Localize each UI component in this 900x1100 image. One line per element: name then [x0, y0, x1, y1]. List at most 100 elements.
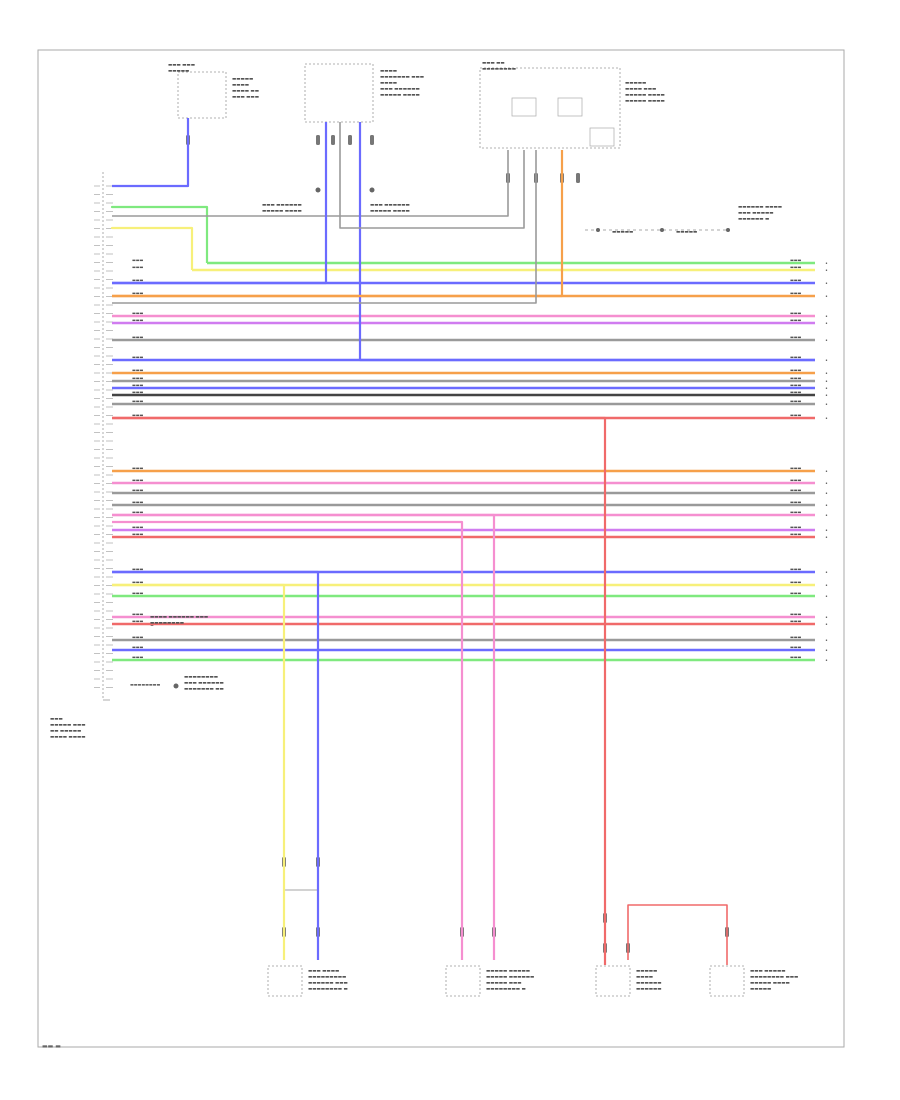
wire-gray [339, 122, 525, 229]
page-reference: ▬▬ ▬ [42, 1043, 61, 1050]
wire-red [112, 416, 607, 965]
splice-label: ▬▬▬▬▬ [676, 230, 697, 235]
wire-label: ▬▬▬ [132, 525, 144, 530]
component-label: ▬▬▬▬▬ ▬▬▬ [486, 981, 521, 986]
wire-end-marker: • [825, 386, 828, 392]
wire-label: ▬▬▬ [132, 376, 144, 381]
wire-label: ▬▬▬ [132, 645, 144, 650]
component-label: ▬▬▬ ▬▬▬▬ [308, 969, 339, 974]
wire-blue [112, 570, 320, 960]
splice-dot [726, 228, 730, 232]
component-label: ▬▬▬▬▬▬ ▬▬▬ [308, 981, 348, 986]
wire-label: ▬▬▬ [132, 390, 144, 395]
relay-box [589, 127, 615, 147]
wire-end-marker: • [825, 416, 828, 422]
wire-label: ▬▬▬ [132, 619, 144, 624]
label-layer: ▬▬▬▬▬▬▬▬ ▬▬▬▬▬ ▬▬▬▬▬▬▬▬▬ ▬▬▬▬▬▬▬ ▬▬▬▬▬▬▬… [50, 61, 828, 992]
component-label: ▬▬▬▬ [380, 81, 397, 86]
wire-end-marker: • [825, 648, 828, 654]
wire-end-marker: • [825, 615, 828, 621]
wire-label: ▬▬▬ [790, 500, 802, 505]
wire-end-marker: • [825, 321, 828, 327]
connector-pin [370, 135, 374, 145]
component-label: ▬▬▬▬▬▬▬▬ ▬ [308, 987, 348, 992]
component-label: ▬▬▬▬▬▬▬▬▬ [308, 975, 346, 980]
wire-end-marker: • [825, 570, 828, 576]
component-label: ▬▬▬ ▬▬▬ [168, 63, 195, 68]
wire-label: ▬▬▬ [790, 258, 802, 263]
splice-label: ▬▬▬▬▬ [612, 230, 633, 235]
note-label: ▬▬▬▬ ▬▬▬▬▬▬ ▬▬▬ [150, 615, 208, 620]
wire-yellow [110, 226, 194, 270]
component-box [445, 965, 481, 997]
connector-pin [331, 135, 335, 145]
component-label: ▬▬▬ ▬▬▬▬▬▬ [380, 87, 420, 92]
component-label: ▬▬▬▬▬ ▬▬▬▬ [625, 99, 665, 104]
component-label: ▬▬▬▬▬▬▬ ▬▬▬ [380, 75, 424, 80]
connector-pin [576, 173, 580, 183]
wire-label: ▬▬▬ [790, 376, 802, 381]
wire-label: ▬▬▬ [790, 335, 802, 340]
ground-label: ▬▬▬ ▬▬▬▬▬▬ [262, 203, 302, 208]
wire-blue [112, 122, 328, 285]
wire-yellow [112, 583, 286, 960]
component-label: ▬▬▬▬▬ [232, 77, 253, 82]
splice-dot [596, 228, 600, 232]
component-label: ▬▬▬▬ [380, 69, 397, 74]
wire-label: ▬▬▬ [132, 532, 144, 537]
relay-box [557, 97, 583, 117]
wire-end-marker: • [825, 294, 828, 300]
wire-end-marker: • [825, 583, 828, 589]
component-label: ▬▬▬▬▬▬ [636, 987, 662, 992]
wire-layer [110, 118, 815, 965]
wire-label: ▬▬▬ [132, 335, 144, 340]
wire-label: ▬▬▬ [132, 355, 144, 360]
wire-label: ▬▬▬ [790, 265, 802, 270]
component-label: ▬▬▬▬▬ [636, 969, 657, 974]
wire-label: ▬▬▬ [790, 390, 802, 395]
component-label: ▬▬▬ ▬▬ [482, 61, 505, 66]
note-label: ▬▬▬▬▬▬▬▬ [130, 682, 160, 687]
wire-end-marker: • [825, 338, 828, 344]
wire-label: ▬▬▬ [132, 500, 144, 505]
wire-end-marker: • [825, 513, 828, 519]
wire-end-marker: • [825, 393, 828, 399]
wire-end-marker: • [825, 379, 828, 385]
component-label: ▬▬▬▬▬ ▬▬▬▬ [750, 981, 790, 986]
diagram-frame [37, 49, 845, 1048]
wire-end-marker: • [825, 535, 828, 541]
wire-end-marker: • [825, 469, 828, 475]
wire-label: ▬▬▬ [790, 413, 802, 418]
wire-red [627, 904, 728, 965]
ground-label: ▬▬▬▬▬ ▬▬▬▬ [370, 209, 410, 214]
wire-label: ▬▬▬ [790, 645, 802, 650]
wire-label: ▬▬▬ [132, 399, 144, 404]
wire-label: ▬▬▬ [790, 399, 802, 404]
component-label: ▬▬▬▬▬ ▬▬▬▬ [380, 93, 420, 98]
splice-label: ▬▬▬▬▬▬ ▬ [738, 217, 769, 222]
component-box [479, 67, 621, 149]
connector-pin [316, 135, 320, 145]
component-label: ▬▬▬▬ [636, 975, 653, 980]
wire-label: ▬▬▬ [132, 291, 144, 296]
wire-label: ▬▬▬ [790, 580, 802, 585]
wire-label: ▬▬▬ [790, 619, 802, 624]
wire-orange [112, 150, 564, 298]
wire-gray [112, 150, 509, 217]
wire-pink [112, 520, 464, 960]
wire-gray [112, 150, 537, 304]
component-label: ▬▬▬▬▬ [750, 987, 771, 992]
wire-label: ▬▬▬ [132, 278, 144, 283]
component-label: ▬▬▬ ▬▬▬▬▬ [750, 969, 785, 974]
component-label: ▬▬▬ ▬▬▬ [232, 95, 259, 100]
wire-end-marker: • [825, 491, 828, 497]
wire-label: ▬▬▬ [132, 413, 144, 418]
wire-end-marker: • [825, 261, 828, 267]
component-label: ▬▬▬▬▬ [625, 81, 646, 86]
wire-end-marker: • [825, 371, 828, 377]
wire-end-marker: • [825, 402, 828, 408]
ecu-label: ▬▬▬▬ ▬▬▬▬ [50, 735, 85, 740]
splice-label: ▬▬▬▬▬▬ ▬▬▬▬ [738, 205, 782, 210]
ground-label: ▬▬▬▬▬ ▬▬▬▬ [262, 209, 302, 214]
wire-end-marker: • [825, 622, 828, 628]
